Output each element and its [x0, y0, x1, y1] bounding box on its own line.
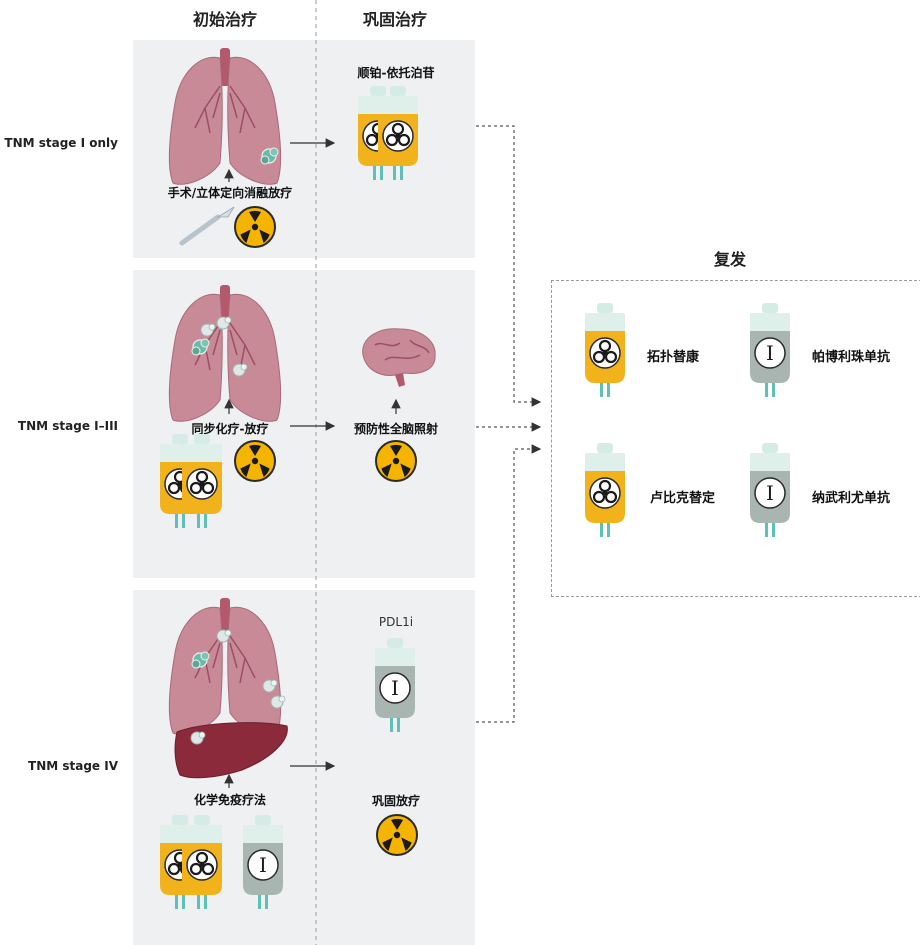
immunotherapy-bag-icon: I — [375, 638, 420, 758]
stage-label-1-3: TNM stage I–III — [0, 419, 118, 433]
lungs-icon — [165, 285, 295, 425]
liver-icon — [172, 720, 292, 785]
stage-label-4: TNM stage IV — [0, 759, 118, 773]
svg-text:I: I — [766, 341, 774, 365]
immunotherapy-bag-icon: I — [750, 303, 795, 423]
svg-text:I: I — [259, 853, 267, 877]
immunotherapy-bag-icon: I — [750, 443, 795, 563]
initial-label-stage-4: 化学免疫疗法 — [150, 791, 310, 808]
stage-label-1: TNM stage I only — [0, 136, 118, 150]
chemo-bag-icon — [160, 434, 230, 559]
radiation-icon — [234, 440, 276, 482]
relapse-item-nivolumab: 纳武利尤单抗 — [812, 487, 890, 506]
scalpel-icon — [178, 205, 238, 250]
lungs-icon — [165, 48, 295, 188]
relapse-item-topotecan: 拓扑替康 — [647, 346, 699, 365]
relapse-item-lurbinectedin: 卢比克替定 — [650, 487, 715, 506]
consolidation-label-stage-1: 顺铂-依托泊苷 — [320, 64, 472, 81]
relapse-item-pembrolizumab: 帕博利珠单抗 — [812, 346, 890, 365]
biohazard-bag-icon — [585, 303, 630, 423]
consolidation-top-stage-4: PDL1i — [346, 615, 446, 629]
relapse-title: 复发 — [690, 246, 770, 270]
immunotherapy-bag-icon: I — [243, 815, 288, 940]
chemo-bag-icon — [160, 815, 230, 940]
svg-text:I: I — [391, 676, 399, 700]
consolidation-label-stage-1-3: 预防性全脑照射 — [330, 420, 462, 437]
brain-icon — [355, 325, 440, 395]
lungs-icon — [165, 598, 295, 738]
svg-text:I: I — [766, 481, 774, 505]
consolidation-label-stage-4: 巩固放疗 — [330, 792, 462, 809]
radiation-icon — [376, 814, 418, 856]
biohazard-bag-icon — [585, 443, 630, 563]
chemo-bag-icon — [358, 86, 418, 206]
initial-label-stage-1: 手术/立体定向消融放疗 — [140, 184, 320, 201]
radiation-icon — [375, 440, 417, 482]
radiation-icon — [234, 206, 276, 248]
